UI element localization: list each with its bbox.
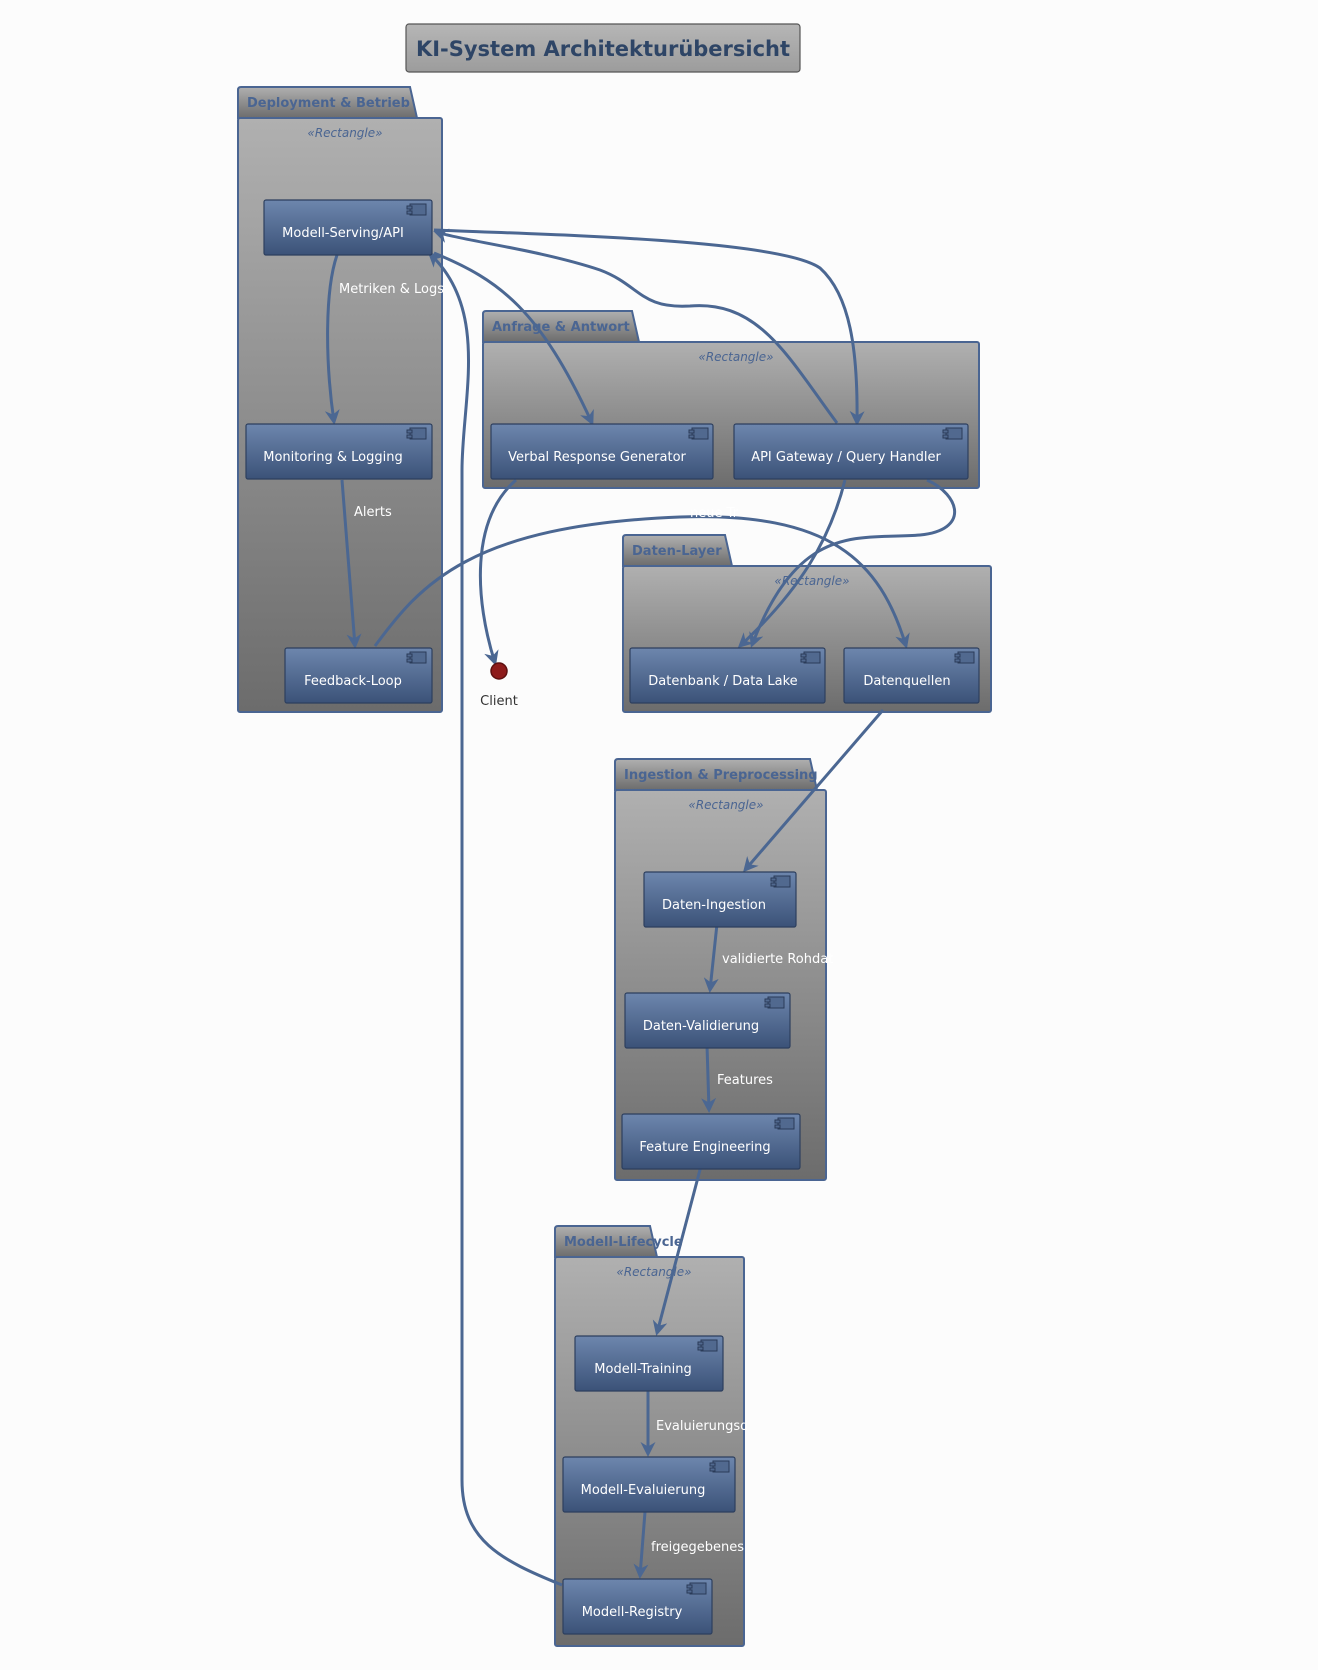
- title-text: KI-System Architekturübersicht: [416, 37, 790, 61]
- edge-serving-monitoring: [324, 254, 340, 425]
- component-icon: [686, 1582, 707, 1595]
- edge-label-validierte: validierte Rohdat: [722, 952, 833, 967]
- edge-labels: Metriken & Logs Alerts neue Tr validiert…: [339, 282, 833, 1555]
- component-training[interactable]: Modell-Training: [574, 1335, 724, 1392]
- component-feedback[interactable]: Feedback-Loop: [284, 647, 433, 704]
- edge-gateway-datenbank-b: [737, 479, 847, 649]
- component-monitoring[interactable]: Monitoring & Logging: [245, 423, 433, 480]
- stereotype-ingestion: «Rectangle»: [688, 798, 763, 812]
- component-datenbank[interactable]: Datenbank / Data Lake: [629, 647, 826, 704]
- component-label-verbal: Verbal Response Generator: [508, 450, 686, 465]
- component-label-monitoring: Monitoring & Logging: [263, 450, 403, 465]
- client-dot-icon: [490, 662, 508, 680]
- edge-gateway-datenbank-a: [749, 478, 957, 648]
- component-icon: [406, 203, 427, 216]
- component-label-training: Modell-Training: [594, 1362, 691, 1377]
- stereotype-lifecycle: «Rectangle»: [616, 1265, 691, 1279]
- package-title-daten: Daten-Layer: [632, 544, 722, 559]
- edge-validierung-feature: [701, 1044, 717, 1113]
- component-serving[interactable]: Modell-Serving/API: [263, 199, 433, 256]
- package-deployment: Deployment & Betrieb «Rectangle»: [237, 86, 443, 713]
- component-icon: [800, 651, 821, 664]
- component-label-gateway: API Gateway / Query Handler: [751, 450, 941, 465]
- component-icon: [406, 427, 427, 440]
- component-feature[interactable]: Feature Engineering: [621, 1113, 801, 1170]
- edge-gateway-serving: [433, 228, 839, 424]
- client-interface[interactable]: Client: [480, 662, 518, 709]
- edge-verbal-client: [478, 478, 517, 666]
- component-datenquellen[interactable]: Datenquellen: [843, 647, 980, 704]
- component-icon: [709, 1460, 730, 1473]
- package-title-ingestion: Ingestion & Preprocessing: [624, 768, 818, 783]
- component-verbal[interactable]: Verbal Response Generator: [490, 423, 714, 480]
- stereotype-deployment: «Rectangle»: [307, 126, 382, 140]
- edge-feature-training: [652, 1165, 703, 1336]
- component-label-serving: Modell-Serving/API: [282, 226, 404, 241]
- component-icon: [697, 1339, 718, 1352]
- edge-label-evaluierungs: Evaluierungsd: [656, 1419, 748, 1434]
- component-icon: [688, 427, 709, 440]
- component-evaluierung[interactable]: Modell-Evaluierung: [562, 1456, 736, 1513]
- component-icon: [774, 1117, 795, 1130]
- edge-registry-serving: [427, 251, 563, 1587]
- edge-evaluierung-registry: [633, 1511, 649, 1579]
- edges: [324, 228, 957, 1587]
- edge-serving-gateway: [433, 228, 865, 426]
- edge-label-metriken: Metriken & Logs: [339, 282, 444, 297]
- component-icon: [770, 875, 791, 888]
- edge-label-features: Features: [717, 1073, 773, 1088]
- edge-ingestion-validierung: [703, 923, 719, 993]
- edge-label-alerts: Alerts: [354, 505, 392, 520]
- component-label-ingest: Daten-Ingestion: [662, 898, 766, 913]
- component-gateway[interactable]: API Gateway / Query Handler: [733, 423, 969, 480]
- component-label-evaluierung: Modell-Evaluierung: [581, 1483, 706, 1498]
- component-label-feature: Feature Engineering: [639, 1140, 770, 1155]
- component-validierung[interactable]: Daten-Validierung: [624, 992, 791, 1049]
- package-title-deployment: Deployment & Betrieb: [247, 96, 410, 111]
- stereotype-anfrage: «Rectangle»: [698, 350, 773, 364]
- component-registry[interactable]: Modell-Registry: [562, 1578, 713, 1635]
- client-label: Client: [480, 694, 518, 709]
- component-label-datenbank: Datenbank / Data Lake: [648, 674, 797, 689]
- edge-serving-verbal: [433, 251, 594, 426]
- component-icon: [406, 651, 427, 664]
- edge-datenquellen-ingestion: [743, 709, 885, 873]
- edge-feedback-datenquellen: [373, 515, 910, 649]
- component-icon: [954, 651, 975, 664]
- diagram-title: KI-System Architekturübersicht: [405, 23, 801, 73]
- component-icon: [764, 996, 785, 1009]
- component-label-feedback: Feedback-Loop: [304, 674, 402, 689]
- edge-monitoring-feedback: [340, 479, 362, 649]
- stereotype-daten: «Rectangle»: [774, 574, 849, 588]
- component-icon: [942, 427, 963, 440]
- package-title-anfrage: Anfrage & Antwort: [492, 320, 630, 335]
- component-label-validierung: Daten-Validierung: [643, 1019, 759, 1034]
- edge-label-neue: neue Tr: [690, 506, 739, 521]
- component-label-datenquellen: Datenquellen: [863, 674, 950, 689]
- component-ingest[interactable]: Daten-Ingestion: [643, 871, 797, 928]
- package-title-lifecycle: Modell-Lifecycle: [564, 1235, 683, 1250]
- edge-label-freigegebenes: freigegebenes: [651, 1540, 744, 1555]
- component-label-registry: Modell-Registry: [582, 1605, 683, 1620]
